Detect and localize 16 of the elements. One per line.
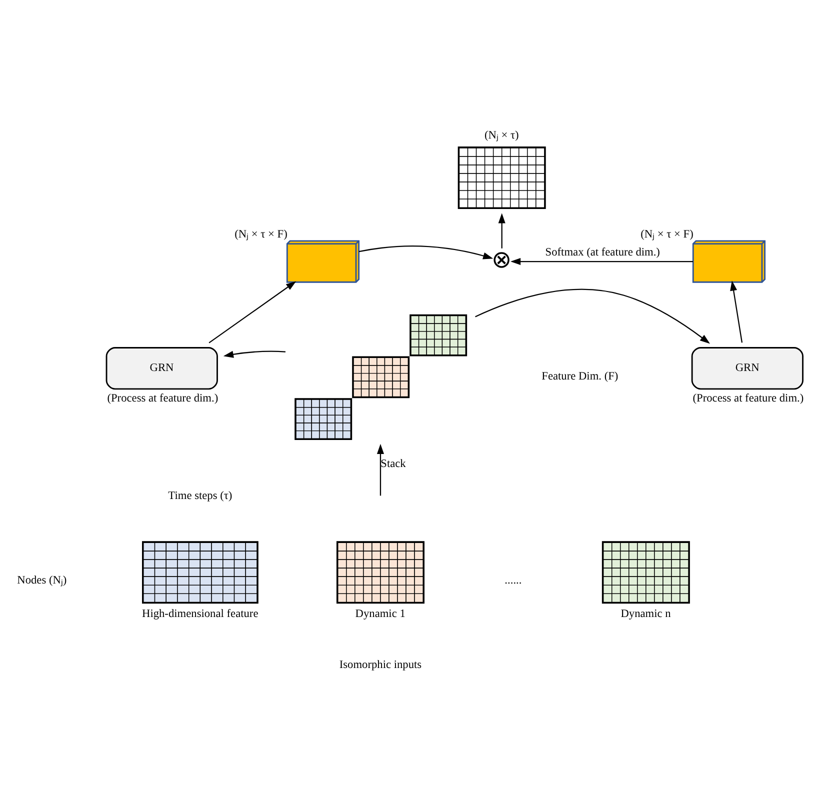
label: Feature Dim. (F): [542, 370, 618, 382]
node-label: (Process at feature dim.): [107, 392, 218, 404]
node-label: (Nⱼ × τ × F): [640, 228, 694, 240]
label: ......: [504, 574, 522, 586]
edge-label: Stack: [380, 458, 406, 470]
node-label: High-dimensional feature: [142, 607, 258, 620]
node-label: (Process at feature dim.): [692, 392, 804, 404]
label: Isomorphic inputs: [339, 658, 422, 671]
label: Time steps (τ): [168, 490, 232, 502]
edge-label: Softmax (at feature dim.): [545, 246, 660, 258]
node-text: ⊗: [492, 246, 512, 274]
node-label: (Nⱼ × τ × F): [234, 228, 288, 240]
node-label: (Nⱼ × τ): [484, 129, 519, 142]
label: Nodes (Nⱼ): [17, 574, 67, 586]
node-label: Dynamic 1: [355, 607, 406, 620]
node-label: Dynamic n: [620, 607, 671, 620]
